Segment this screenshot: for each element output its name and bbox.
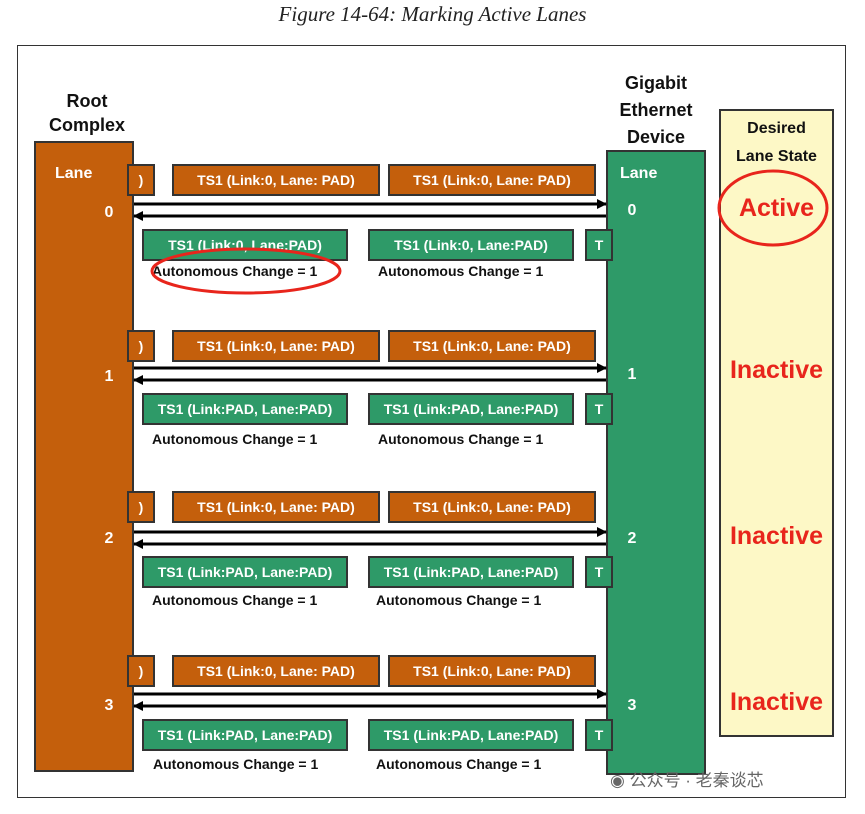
ts1-rx-partial: T bbox=[585, 556, 613, 588]
root-header-line-2: Complex bbox=[48, 115, 126, 135]
highlight-ellipse-active bbox=[717, 169, 829, 247]
device-lane-number: 3 bbox=[627, 697, 637, 714]
device-header: Gigabit Ethernet Device bbox=[600, 70, 712, 151]
ts1-tx-box: TS1 (Link:0, Lane: PAD) bbox=[388, 491, 596, 523]
autonomous-change-note: Autonomous Change = 1 bbox=[378, 263, 544, 279]
device-lane-number: 2 bbox=[627, 530, 637, 547]
root-lane-number: 0 bbox=[104, 204, 114, 221]
ts1-rx-box: TS1 (Link:PAD, Lane:PAD) bbox=[142, 719, 348, 751]
device-lane-number: 1 bbox=[627, 366, 637, 383]
ts1-rx-box: TS1 (Link:PAD, Lane:PAD) bbox=[368, 393, 574, 425]
autonomous-change-note: Autonomous Change = 1 bbox=[376, 756, 542, 772]
state-header-line-2: Lane State bbox=[736, 148, 817, 165]
lane-state-label: Inactive bbox=[729, 688, 824, 716]
desired-lane-state-header: Desired Lane State bbox=[719, 115, 834, 171]
ts1-rx-box: TS1 (Link:PAD, Lane:PAD) bbox=[142, 393, 348, 425]
ts1-tx-partial: ) bbox=[127, 330, 155, 362]
ts1-tx-partial: ) bbox=[127, 491, 155, 523]
ts1-tx-box: TS1 (Link:0, Lane: PAD) bbox=[388, 164, 596, 196]
ts1-tx-box: TS1 (Link:0, Lane: PAD) bbox=[388, 330, 596, 362]
ts1-rx-box: TS1 (Link:0, Lane:PAD) bbox=[368, 229, 574, 261]
ts1-tx-box: TS1 (Link:0, Lane: PAD) bbox=[388, 655, 596, 687]
root-lane-number: 3 bbox=[104, 697, 114, 714]
desired-lane-state-panel bbox=[719, 109, 834, 737]
root-complex-column bbox=[34, 141, 134, 772]
root-lane-label: Lane bbox=[55, 165, 93, 182]
ts1-tx-partial: ) bbox=[127, 164, 155, 196]
root-complex-header: Root Complex bbox=[34, 89, 140, 137]
lane-1-arrows bbox=[133, 363, 607, 385]
ts1-tx-box: TS1 (Link:0, Lane: PAD) bbox=[172, 330, 380, 362]
lane-3-arrows bbox=[133, 689, 607, 711]
lane-2-arrows bbox=[133, 527, 607, 549]
device-header-line-3: Device bbox=[626, 127, 686, 147]
wechat-icon: ◉ bbox=[610, 771, 625, 790]
ts1-tx-box: TS1 (Link:0, Lane: PAD) bbox=[172, 655, 380, 687]
ts1-tx-box: TS1 (Link:0, Lane: PAD) bbox=[172, 491, 380, 523]
highlight-ellipse-autonomous-change bbox=[150, 247, 342, 295]
figure-frame bbox=[17, 45, 846, 798]
autonomous-change-note: Autonomous Change = 1 bbox=[376, 592, 542, 608]
root-header-line-1: Root bbox=[66, 91, 108, 111]
ts1-rx-partial: T bbox=[585, 229, 613, 261]
ts1-rx-partial: T bbox=[585, 719, 613, 751]
ts1-rx-box: TS1 (Link:PAD, Lane:PAD) bbox=[368, 719, 574, 751]
autonomous-change-note: Autonomous Change = 1 bbox=[152, 431, 318, 447]
watermark: ◉ 公众号 · 老秦谈芯 bbox=[610, 766, 764, 791]
figure-caption: Figure 14-64: Marking Active Lanes bbox=[278, 2, 587, 26]
watermark-text: 公众号 · 老秦谈芯 bbox=[629, 771, 764, 790]
autonomous-change-note: Autonomous Change = 1 bbox=[378, 431, 544, 447]
ts1-rx-partial: T bbox=[585, 393, 613, 425]
autonomous-change-note: Autonomous Change = 1 bbox=[152, 263, 318, 279]
ts1-rx-box: TS1 (Link:PAD, Lane:PAD) bbox=[368, 556, 574, 588]
state-header-line-1: Desired bbox=[747, 120, 806, 137]
device-lane-number: 0 bbox=[627, 202, 637, 219]
lane-state-label: Inactive bbox=[729, 356, 824, 384]
device-header-line-2: Ethernet bbox=[619, 100, 693, 120]
lane-0-arrows bbox=[133, 199, 607, 221]
device-header-line-1: Gigabit bbox=[625, 73, 687, 93]
lane-state-label: Inactive bbox=[729, 522, 824, 550]
autonomous-change-note: Autonomous Change = 1 bbox=[153, 756, 319, 772]
ts1-rx-box: TS1 (Link:PAD, Lane:PAD) bbox=[142, 556, 348, 588]
device-column bbox=[606, 150, 706, 775]
root-lane-number: 2 bbox=[104, 530, 114, 547]
device-lane-label: Lane bbox=[620, 165, 658, 182]
ts1-tx-partial: ) bbox=[127, 655, 155, 687]
autonomous-change-note: Autonomous Change = 1 bbox=[152, 592, 318, 608]
lane-state-label: Active bbox=[738, 194, 815, 222]
root-lane-number: 1 bbox=[104, 368, 114, 385]
ts1-tx-box: TS1 (Link:0, Lane: PAD) bbox=[172, 164, 380, 196]
